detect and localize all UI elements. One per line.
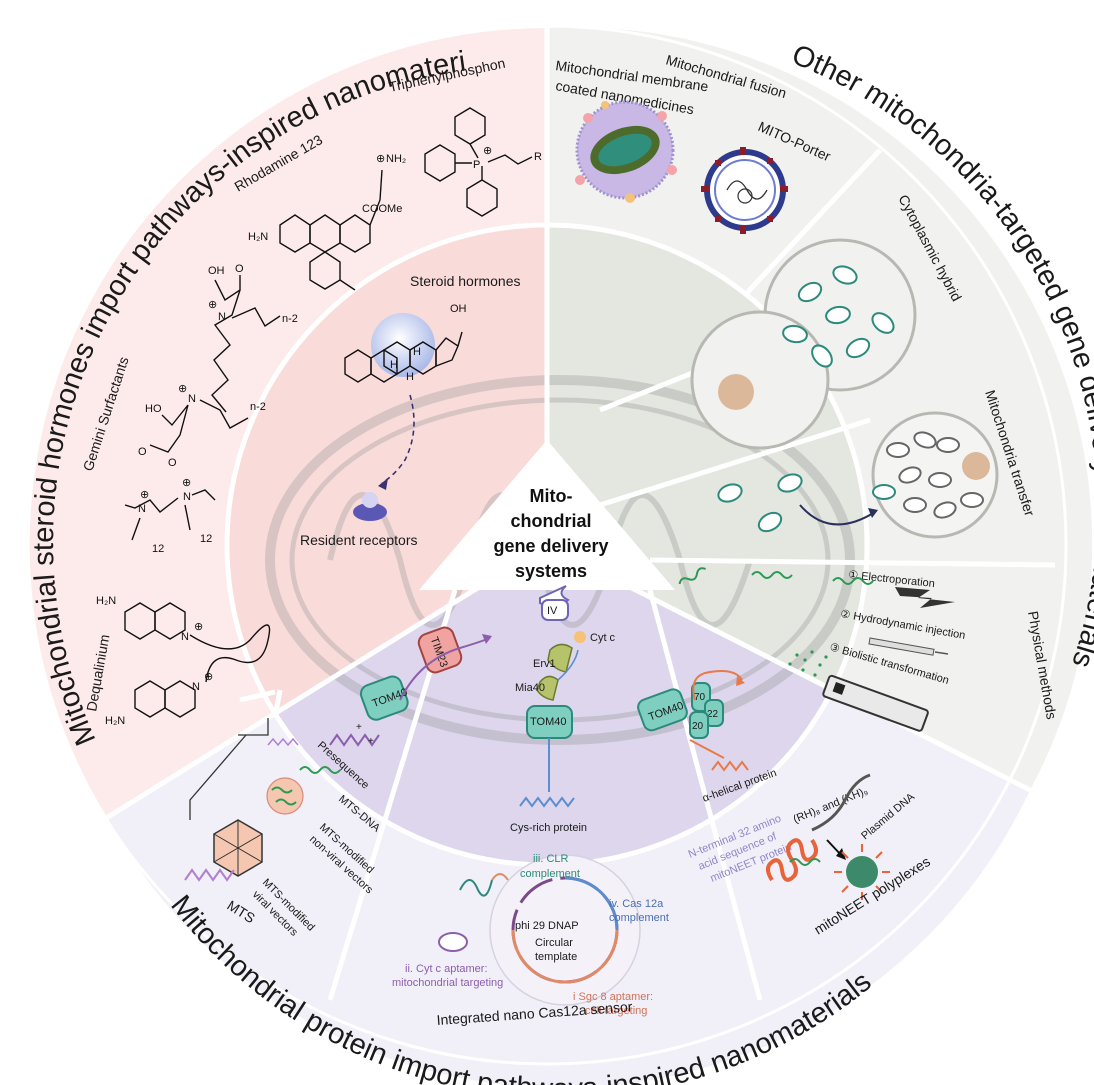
- sgc8-line2: cell targeting: [585, 1005, 647, 1017]
- gemini-n-sub1: n-2: [282, 313, 298, 325]
- steroid-oh: OH: [450, 303, 467, 315]
- steroid-h2: H: [413, 346, 421, 358]
- chain-subscript-1: 12: [152, 543, 164, 555]
- cyt-c-label: Cyt c: [590, 632, 616, 644]
- circular-line2: template: [535, 951, 577, 963]
- center-triangle: [419, 440, 675, 590]
- cyt-c-dot: [574, 631, 586, 643]
- gemini-o: O: [235, 263, 244, 275]
- phi29-label: phi 29 DNAP: [515, 920, 579, 932]
- gemini-ho: HO: [145, 403, 162, 415]
- quat-charge1: ⊕: [140, 489, 149, 501]
- tom40-label-b: TOM40: [530, 716, 566, 728]
- center-title-line2: chondrial: [510, 511, 591, 531]
- rhodamine-amine: H₂N: [248, 231, 268, 243]
- steroid-hormones-label: Steroid hormones: [410, 273, 521, 289]
- dequalinium-charge2: ⊕: [204, 671, 213, 683]
- protein-inner-sector: [276, 545, 832, 864]
- particle-dots: [788, 650, 828, 677]
- nonviral-vector: [266, 777, 304, 815]
- steroid-h1: H: [390, 359, 398, 371]
- charge-mark-2: +: [368, 736, 374, 747]
- clr-line1: iii. CLR: [533, 853, 569, 865]
- center-title-line1: Mito-: [530, 486, 573, 506]
- polyplex-core: [846, 856, 878, 888]
- quat-n1: N: [138, 503, 146, 515]
- r-group: R: [534, 151, 542, 163]
- cys-rich-label: Cys-rich protein: [510, 822, 587, 834]
- gemini-charge2: ⊕: [178, 383, 187, 395]
- bis-quaternary-structure: N ⊕ N ⊕ 12 12: [124, 477, 216, 555]
- dequalinium-amine1: H₂N: [96, 595, 116, 607]
- complex-iv-label: IV: [547, 605, 558, 617]
- rhodamine-charge: ⊕: [376, 153, 385, 165]
- charge-mark-1: +: [356, 722, 362, 733]
- phosphorus-atom: P: [473, 159, 480, 171]
- rhodamine-nh2: NH₂: [386, 153, 406, 165]
- cas12a-line1: iv. Cas 12a: [609, 898, 664, 910]
- tom70-label: 70: [694, 692, 706, 703]
- steroid-inner-sector: [228, 225, 547, 712]
- gemini-n2: N: [188, 393, 196, 405]
- receptor-ligand: [362, 492, 378, 508]
- erv1-label: Erv1: [533, 658, 556, 670]
- gemini-n-sub2: n-2: [250, 401, 266, 413]
- tom22-label: 22: [707, 709, 719, 720]
- polyplex-spikes: [834, 844, 890, 900]
- hybrid-mitochondria: [782, 265, 895, 368]
- receptor-base: [353, 503, 387, 521]
- dequalinium-amine2: H₂N: [105, 715, 125, 727]
- complex-iv: [541, 599, 569, 621]
- sgc8-line1: i Sgc 8 aptamer:: [573, 991, 653, 1003]
- steroid-h3: H: [406, 371, 414, 383]
- cytc-aptamer-line1: ii. Cyt c aptamer:: [405, 963, 488, 975]
- clr-line2: complement: [520, 868, 580, 880]
- quat-charge2: ⊕: [182, 477, 191, 489]
- chain-subscript-2: 12: [200, 533, 212, 545]
- gemini-o2: O: [168, 457, 177, 469]
- gemini-n1: N: [218, 311, 226, 323]
- lightning-icon: [895, 587, 955, 608]
- cas12a-mito: [438, 932, 468, 952]
- rhodamine-ester: COOMe: [362, 203, 402, 215]
- dequalinium-n2: N: [192, 681, 200, 693]
- syringe-icon: [868, 637, 935, 656]
- gemini-o3: O: [138, 446, 147, 458]
- tom20: [689, 711, 709, 739]
- dequalinium-charge1: ⊕: [194, 621, 203, 633]
- inner-ring: [228, 225, 867, 864]
- center-title-line4: systems: [515, 561, 587, 581]
- tom20-label: 20: [692, 721, 704, 732]
- cytc-aptamer-line2: mitochondrial targeting: [392, 977, 503, 989]
- tim23-channel: [417, 626, 463, 674]
- phosphonium-charge: ⊕: [483, 145, 492, 157]
- steroid-hormone-panel: Steroid hormones OH H H H Resident recep…: [300, 273, 521, 548]
- resident-receptors-label: Resident receptors: [300, 532, 418, 548]
- quat-n2: N: [183, 491, 191, 503]
- circular-line1: Circular: [535, 937, 573, 949]
- gemini-charge1: ⊕: [208, 299, 217, 311]
- tom40-channel-c: [637, 688, 688, 732]
- gene-gun-icon: [822, 674, 929, 732]
- center-hub: Mito- chondrial gene delivery systems: [419, 440, 675, 590]
- gemini-oh: OH: [208, 265, 225, 277]
- mia40-panel: IV Cyt c Erv1 Mia40 TOM40 Cys-rich prote…: [510, 585, 616, 834]
- mia40-label: Mia40: [515, 682, 545, 694]
- center-title-line3: gene delivery: [493, 536, 608, 556]
- dequalinium-n1: N: [181, 631, 189, 643]
- cas12a-line2: complement: [609, 912, 669, 924]
